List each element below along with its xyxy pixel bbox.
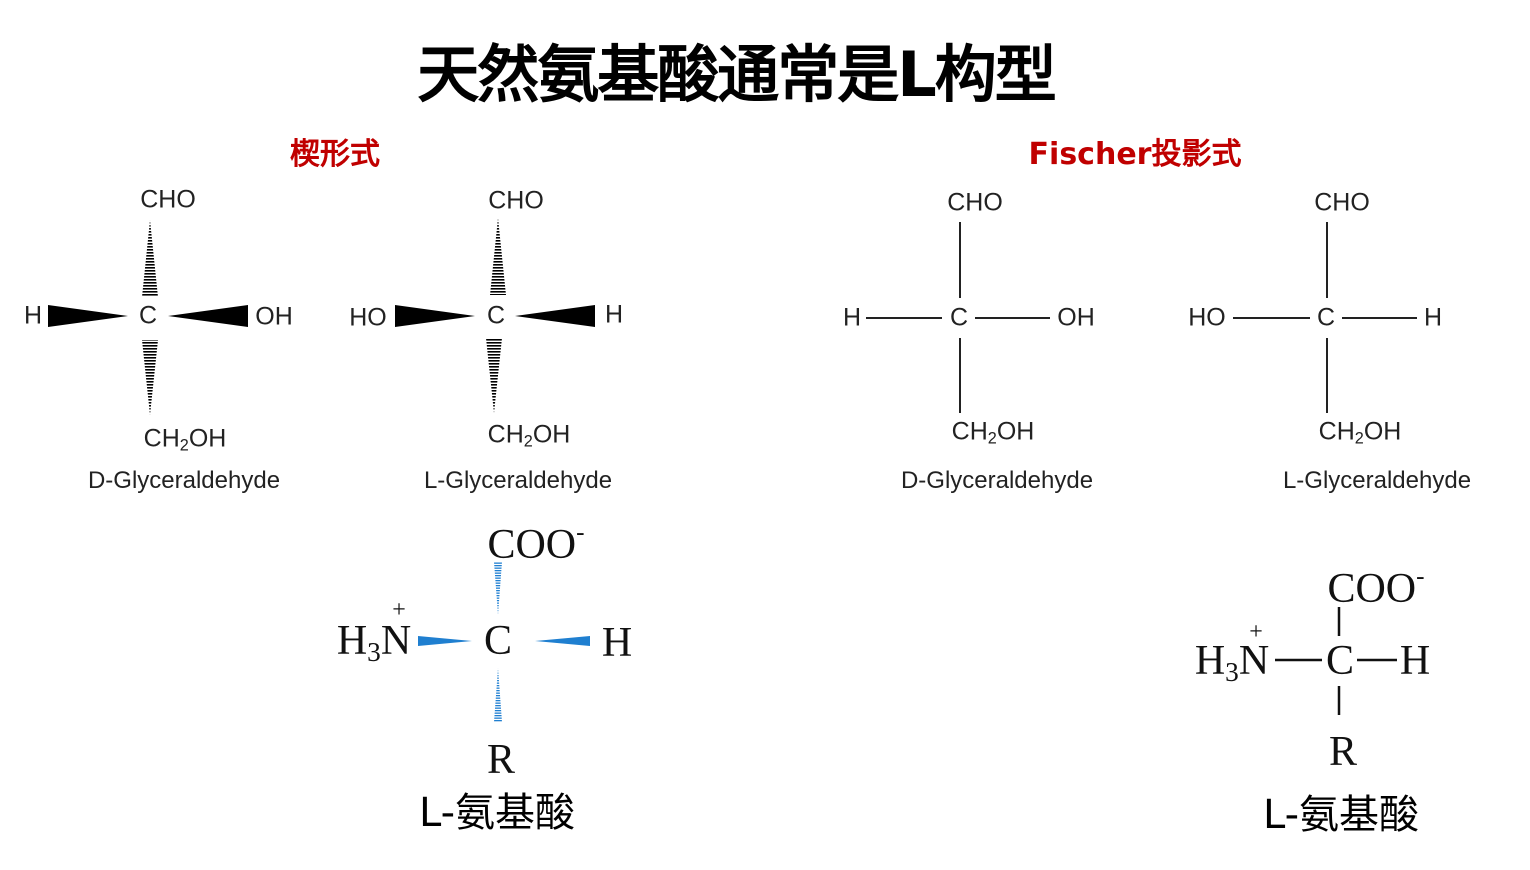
hashed-bond-up	[490, 218, 506, 295]
group-ch2oh: CH2OH	[143, 424, 227, 455]
atom-c: C	[1325, 638, 1355, 684]
wedge-bond-h	[48, 305, 128, 327]
section-fischer-heading: Fischer投影式	[1028, 137, 1242, 172]
fischer-bonds-d	[866, 222, 1050, 413]
fischer-bonds-amino	[1275, 607, 1397, 715]
wedge-bond-n	[418, 636, 472, 646]
group-cho: CHO	[488, 186, 544, 215]
atom-c: C	[138, 301, 158, 330]
group-oh: OH	[255, 302, 293, 331]
page-title: 天然氨基酸通常是L构型	[417, 38, 1057, 111]
l-amino-acid-label: L-氨基酸	[418, 790, 576, 836]
group-oh: OH	[1057, 303, 1095, 332]
l-glyceraldehyde-label: L-Glyceraldehyde	[1282, 467, 1472, 494]
group-coo: COO-	[1327, 563, 1425, 612]
section-wedge-heading: 楔形式	[290, 137, 380, 172]
atom-h: H	[1423, 303, 1443, 332]
d-glyceraldehyde-label: D-Glyceraldehyde	[87, 467, 281, 494]
group-ho: HO	[1188, 303, 1226, 332]
group-coo: COO-	[487, 519, 585, 568]
positive-charge: +	[1249, 619, 1263, 645]
group-cho: CHO	[947, 188, 1003, 217]
atom-c: C	[949, 303, 969, 332]
d-glyceraldehyde-label: D-Glyceraldehyde	[900, 467, 1094, 494]
group-r: R	[1328, 729, 1358, 775]
group-ch2oh: CH2OH	[487, 420, 571, 451]
atom-c: C	[483, 618, 513, 664]
hashed-bond-up	[142, 220, 158, 297]
atom-h: H	[842, 303, 862, 332]
atom-h: H	[1399, 638, 1431, 684]
wedge-bond-oh	[168, 305, 248, 327]
group-ch2oh: CH2OH	[1318, 417, 1402, 448]
wedge-bond-h	[515, 305, 595, 327]
l-glyceraldehyde-label: L-Glyceraldehyde	[423, 467, 613, 494]
group-r: R	[486, 737, 516, 783]
group-ho: HO	[349, 303, 387, 332]
atom-h: H	[23, 301, 43, 330]
hashed-bond-down	[142, 340, 158, 415]
atom-c: C	[1316, 303, 1336, 332]
wedge-bond-ho	[395, 305, 475, 327]
atom-h: H	[601, 620, 633, 666]
l-amino-acid-label: L-氨基酸	[1262, 792, 1420, 838]
group-ch2oh: CH2OH	[951, 417, 1035, 448]
hashed-bond-down	[486, 338, 502, 413]
group-cho: CHO	[1314, 188, 1370, 217]
group-nh3: H3N	[336, 617, 412, 667]
group-nh3: H3N	[1194, 637, 1270, 687]
atom-c: C	[486, 301, 506, 330]
atom-h: H	[604, 300, 624, 329]
hashed-bond-down	[494, 668, 502, 722]
wedge-bond-h	[535, 636, 590, 646]
positive-charge: +	[392, 597, 406, 623]
group-cho: CHO	[140, 185, 196, 214]
hashed-bond-up	[494, 562, 502, 615]
fischer-bonds-l	[1233, 222, 1417, 413]
